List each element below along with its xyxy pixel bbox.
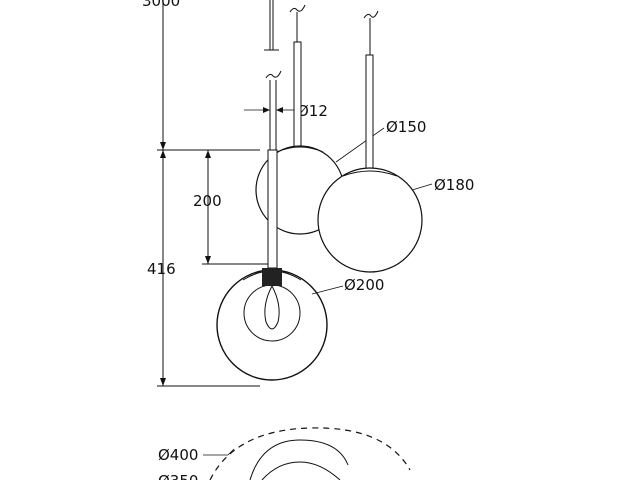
leader-line — [335, 127, 385, 163]
cable-breaks — [264, 0, 379, 79]
canopy-outline-dashed — [209, 427, 411, 480]
break-mark — [289, 4, 306, 13]
pendant-large: Ø200 — [216, 149, 384, 381]
dimension-label-416: 416 — [147, 260, 176, 278]
break-mark — [363, 10, 379, 19]
leader-line — [227, 448, 235, 456]
pendant-medium: Ø180 — [317, 54, 474, 273]
arrow-head — [205, 256, 211, 264]
arrow-head — [160, 142, 166, 150]
arrow-head — [205, 150, 211, 158]
arrow-head — [160, 378, 166, 386]
sphere-outline — [249, 439, 349, 480]
cable-diameter-group: Ø12 — [244, 80, 328, 150]
dimension-label-3000: 3000 — [142, 0, 180, 10]
overall-dimension-group: 3000 416 — [142, 0, 260, 387]
offset-dimension-group: 200 — [193, 150, 270, 265]
lamp-socket — [262, 268, 282, 286]
dimension-label-canopy: Ø400 — [158, 446, 198, 464]
dimension-label-inner: Ø350 — [158, 472, 198, 480]
arrow-head — [276, 107, 283, 113]
sphere-medium — [317, 167, 423, 273]
arrow-head — [160, 150, 166, 158]
dimension-label-cable: Ø12 — [297, 102, 328, 120]
leader-line — [411, 183, 433, 191]
arrow-head — [263, 107, 270, 113]
dimension-label-large: Ø200 — [344, 276, 384, 294]
dimension-label-200: 200 — [193, 192, 222, 210]
break-mark — [265, 70, 282, 79]
pendant-rod — [293, 41, 302, 149]
sphere-outline — [261, 461, 341, 480]
sphere-neck — [342, 170, 398, 177]
dimension-label-small: Ø150 — [386, 118, 426, 136]
sphere-neck — [276, 146, 324, 153]
bulb-icon — [264, 284, 280, 330]
leader-line — [311, 285, 344, 295]
pendant-rod — [267, 149, 278, 269]
plan-view: Ø400 Ø350 — [158, 427, 411, 480]
dimension-label-medium: Ø180 — [434, 176, 474, 194]
pendant-rod — [365, 54, 374, 172]
